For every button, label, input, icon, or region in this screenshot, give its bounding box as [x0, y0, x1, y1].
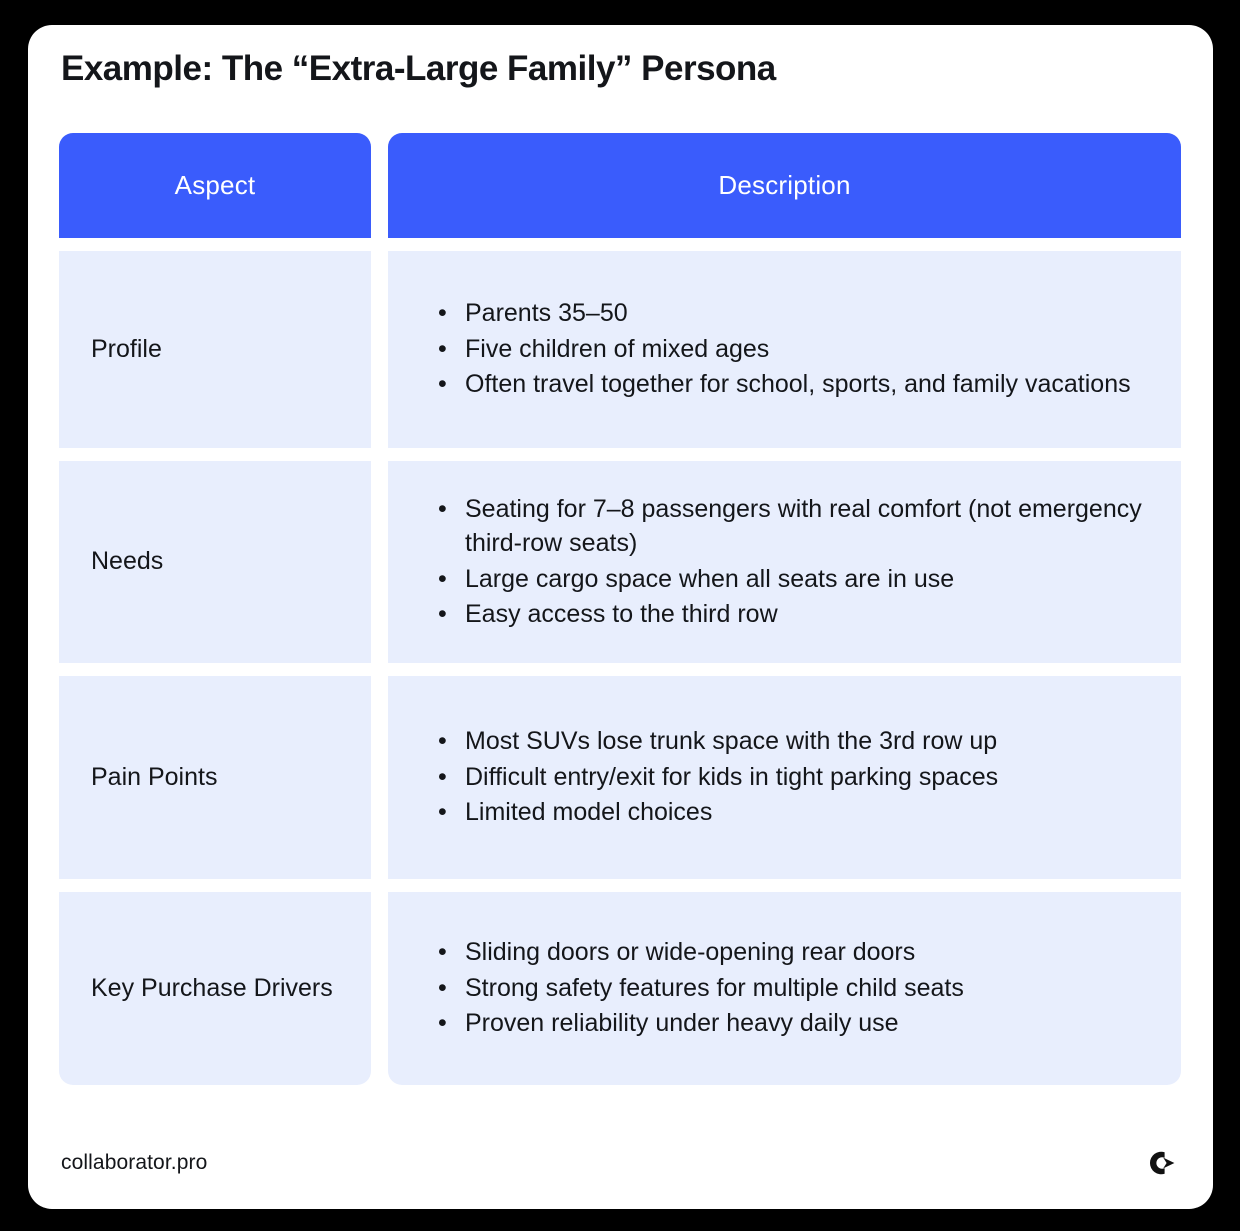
list-item: Large cargo space when all seats are in … [436, 562, 1157, 597]
header-label-description: Description [718, 170, 851, 200]
list-item: Sliding doors or wide-opening rear doors [436, 935, 1157, 970]
content-card: Example: The “Extra-Large Family” Person… [28, 25, 1213, 1209]
bullet-list: Most SUVs lose trunk space with the 3rd … [436, 724, 1157, 831]
header-cell-aspect: Aspect [59, 133, 371, 238]
header-label-aspect: Aspect [174, 170, 256, 200]
list-item: Five children of mixed ages [436, 332, 1157, 367]
collaborator-logo-icon [1146, 1146, 1180, 1180]
table-header-row: Aspect Description [59, 133, 1181, 238]
table-row: Profile Parents 35–50 Five children of m… [59, 251, 1181, 448]
aspect-label: Needs [91, 547, 164, 576]
list-item: Most SUVs lose trunk space with the 3rd … [436, 724, 1157, 759]
list-item: Easy access to the third row [436, 597, 1157, 632]
list-item: Parents 35–50 [436, 296, 1157, 331]
cell-description: Most SUVs lose trunk space with the 3rd … [388, 676, 1181, 879]
cell-description: Sliding doors or wide-opening rear doors… [388, 892, 1181, 1085]
cell-description: Seating for 7–8 passengers with real com… [388, 461, 1181, 663]
footer-site-label: collaborator.pro [61, 1151, 208, 1174]
persona-table: Aspect Description Profile Parents 35–50… [59, 133, 1181, 1085]
list-item: Limited model choices [436, 795, 1157, 830]
aspect-label: Pain Points [91, 762, 218, 791]
cell-aspect: Pain Points [59, 676, 371, 879]
bullet-list: Parents 35–50 Five children of mixed age… [436, 296, 1157, 403]
header-cell-description: Description [388, 133, 1181, 238]
aspect-label: Key Purchase Drivers [91, 973, 333, 1002]
page-title: Example: The “Extra-Large Family” Person… [61, 49, 776, 88]
table-row: Needs Seating for 7–8 passengers with re… [59, 461, 1181, 663]
bullet-list: Sliding doors or wide-opening rear doors… [436, 935, 1157, 1042]
table-row: Pain Points Most SUVs lose trunk space w… [59, 676, 1181, 879]
list-item: Seating for 7–8 passengers with real com… [436, 492, 1157, 561]
aspect-label: Profile [91, 334, 162, 363]
footer: collaborator.pro [61, 1145, 1180, 1181]
cell-aspect: Needs [59, 461, 371, 663]
list-item: Difficult entry/exit for kids in tight p… [436, 760, 1157, 795]
cell-aspect: Profile [59, 251, 371, 448]
cell-description: Parents 35–50 Five children of mixed age… [388, 251, 1181, 448]
bullet-list: Seating for 7–8 passengers with real com… [436, 492, 1157, 633]
cell-aspect: Key Purchase Drivers [59, 892, 371, 1085]
list-item: Strong safety features for multiple chil… [436, 971, 1157, 1006]
list-item: Proven reliability under heavy daily use [436, 1006, 1157, 1041]
list-item: Often travel together for school, sports… [436, 367, 1157, 402]
table-row: Key Purchase Drivers Sliding doors or wi… [59, 892, 1181, 1085]
